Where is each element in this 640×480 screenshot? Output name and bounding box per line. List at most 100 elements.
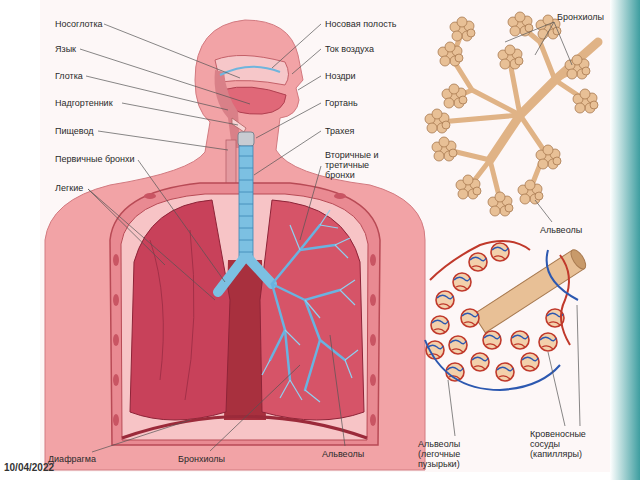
leader-line [88, 189, 215, 300]
capillary-network [547, 250, 578, 300]
part-label: Трахея [325, 126, 354, 136]
bronchiole-tree [498, 45, 523, 69]
slide-frame [40, 0, 610, 472]
leader-line [554, 22, 572, 65]
leader-line [80, 22, 580, 452]
leader-line [577, 305, 580, 426]
capillary-network [568, 247, 588, 271]
leader-line [448, 380, 455, 436]
head-cavities [215, 55, 289, 148]
leader-line [254, 131, 321, 175]
bronchiole-tree [425, 12, 598, 216]
leader-line [92, 420, 190, 452]
airways [239, 252, 253, 253]
leader-line [505, 22, 554, 42]
bronchiole-tree [438, 42, 463, 66]
bronchiole-tree [425, 109, 450, 133]
bronchiole-tree [425, 12, 598, 216]
part-label: Пищевод [55, 126, 94, 136]
leader-line [292, 49, 321, 74]
airways [340, 280, 358, 378]
leader-line [80, 49, 250, 104]
leader-line [298, 76, 321, 90]
part-label: Гортань [325, 98, 358, 108]
part-label: Альвеолы [322, 449, 364, 459]
diaphragm [122, 417, 367, 439]
part-label: Бронхиолы [557, 12, 604, 22]
airways [239, 180, 253, 181]
capillary-network [425, 340, 560, 390]
chest-cavity [370, 334, 376, 346]
capillary-network [483, 331, 501, 349]
chest-cavity [144, 193, 156, 199]
airways [238, 132, 254, 146]
capillary-network [491, 243, 509, 261]
leader-line [210, 365, 300, 451]
part-label: Альвеолы (легочные пузырьки) [418, 439, 498, 469]
capillary-network [560, 255, 570, 345]
airways [305, 340, 320, 390]
head-cavities [215, 70, 240, 148]
leader-line [300, 166, 321, 240]
chest-cavity [113, 294, 119, 306]
chest-cavity [113, 374, 119, 386]
airways [239, 240, 253, 241]
airways [305, 300, 345, 360]
airways [270, 330, 285, 360]
chest-cavity [113, 334, 119, 346]
date-label: 10/04/2022 [4, 463, 54, 473]
torso [45, 20, 425, 470]
airways [239, 156, 253, 252]
leader-line [272, 24, 321, 68]
airways [300, 245, 335, 250]
part-label: Носовая полость [325, 19, 397, 29]
right-lung [260, 200, 364, 420]
part-label: Альвеолы [540, 225, 582, 235]
airways [285, 225, 320, 345]
capillary-network [469, 253, 487, 271]
capillary-network [453, 273, 471, 291]
chest-cavity [370, 374, 376, 386]
chest-cavity [334, 193, 346, 199]
bronchiole-tree [573, 89, 598, 113]
bronchiole-tree [490, 42, 598, 160]
airways [239, 168, 253, 169]
chest-cavity [370, 294, 376, 306]
capillary-network [431, 316, 449, 334]
leader-line [104, 24, 240, 78]
left-lung [130, 200, 230, 420]
chest-cavity [113, 193, 376, 426]
right-lung [260, 200, 364, 420]
airways [262, 210, 358, 402]
bronchiole-tree [490, 42, 598, 160]
airways [239, 156, 253, 157]
chest-cavity [113, 414, 119, 426]
part-label: Диафрагма [48, 454, 96, 464]
part-label: Носоглотка [55, 19, 103, 29]
capillary-network [425, 241, 578, 390]
left-lung [130, 200, 230, 420]
chest-cavity [113, 254, 119, 266]
capillary-network [436, 291, 454, 309]
part-label: Ток воздуха [325, 44, 374, 54]
left-lung [150, 230, 194, 400]
torso [45, 20, 425, 470]
part-label: Надгортенник [55, 98, 113, 108]
leader-line [138, 160, 225, 282]
part-label: Легкие [55, 183, 83, 193]
leader-line [535, 200, 552, 222]
part-label: Вторичные и третичные бронхи [325, 150, 387, 180]
leader-line [535, 22, 554, 55]
capillary-network [511, 331, 529, 349]
leader-line [122, 103, 238, 125]
capillary-network [430, 241, 530, 280]
capillary-network [521, 353, 539, 371]
part-label: Бронхиолы [178, 454, 225, 464]
leader-line [330, 335, 345, 446]
airways [239, 146, 253, 260]
capillary-network [473, 247, 588, 332]
airways [239, 216, 253, 217]
